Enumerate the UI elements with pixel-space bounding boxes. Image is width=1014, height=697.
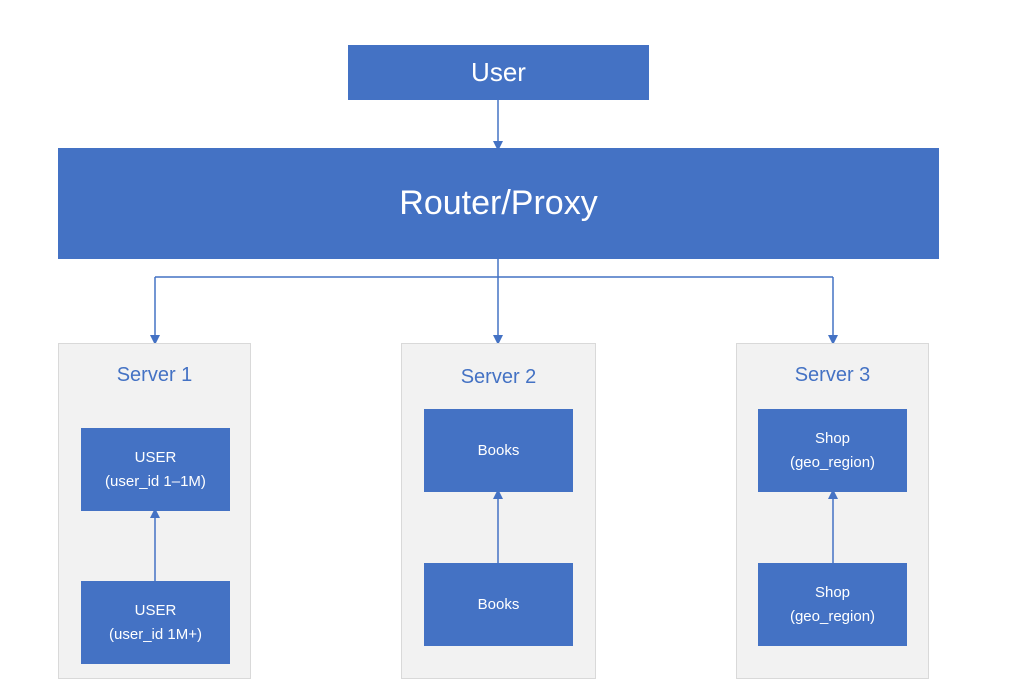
server-2-top-box: Books: [424, 409, 573, 492]
server-2-bottom-line-1: Books: [477, 595, 520, 613]
server-3-top-line-2: (geo_region): [789, 453, 876, 471]
server-1-top-line-2: (user_id 1–1M): [105, 472, 206, 490]
user-box: User: [348, 45, 649, 100]
server-1-top-line-1: USER: [134, 448, 177, 466]
server-3-top-line-1: Shop: [814, 429, 851, 447]
router-proxy-label: Router/Proxy: [399, 184, 598, 222]
server-3-bottom-box: Shop (geo_region): [758, 563, 907, 646]
server-2-top-line-1: Books: [477, 441, 520, 459]
server-1-top-box: USER (user_id 1–1M): [81, 428, 230, 511]
server-1-bottom-line-2: (user_id 1M+): [109, 625, 202, 643]
server-1-bottom-line-1: USER: [134, 601, 177, 619]
server-2-title: Server 2: [460, 366, 537, 388]
router-proxy-box: Router/Proxy: [58, 148, 939, 259]
server-3-top-box: Shop (geo_region): [758, 409, 907, 492]
server-1-bottom-box: USER (user_id 1M+): [81, 581, 230, 664]
server-3-bottom-line-1: Shop: [814, 583, 851, 601]
server-2-bottom-box: Books: [424, 563, 573, 646]
server-3-title: Server 3: [794, 364, 871, 386]
user-label: User: [471, 57, 526, 87]
server-1-title: Server 1: [116, 364, 193, 386]
server-3-bottom-line-2: (geo_region): [789, 607, 876, 625]
